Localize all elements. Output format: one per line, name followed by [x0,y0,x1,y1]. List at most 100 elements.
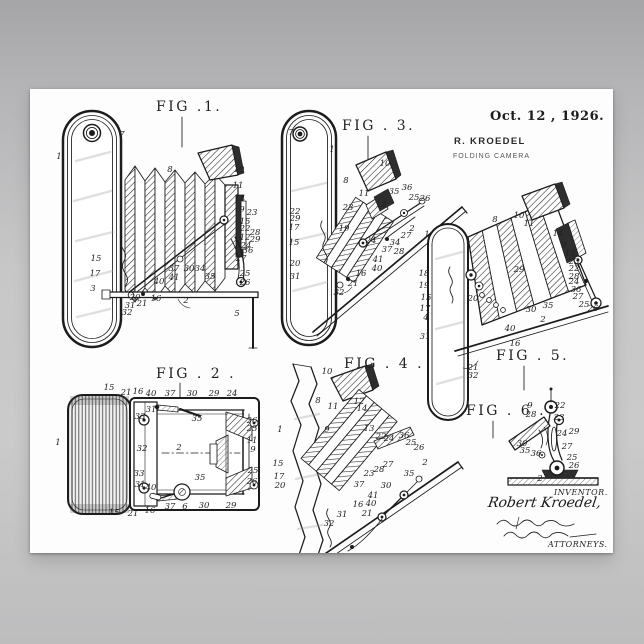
figure-6-drawing [492,387,599,486]
ref-numeral-29: 29 [289,214,301,224]
ref-numeral-21: 21 [136,299,148,309]
ref-numeral-26: 26 [246,416,258,426]
ref-numeral-19: 19 [339,224,350,234]
ref-numeral-37: 37 [165,502,176,512]
ref-numeral-16: 16 [151,294,162,304]
fig-3-caption: FIG . 3. [342,118,416,134]
ref-numeral-27: 27 [235,254,247,264]
ref-numeral-7: 7 [288,128,294,138]
ref-numeral-29: 29 [249,235,261,245]
ref-numeral-14: 14 [553,229,564,239]
ref-numeral-2: 2 [175,443,181,453]
ref-numeral-15: 15 [240,217,251,227]
ref-numeral-15: 15 [91,254,102,264]
ref-numeral-23: 23 [553,413,565,423]
ref-numeral-22: 22 [554,401,566,411]
patent-title: FOLDING CAMERA [453,153,531,160]
ref-numeral-8: 8 [343,176,349,186]
line-art-canvas: 7181011149231522281229243627252615173373… [55,109,609,553]
ref-numeral-26: 26 [587,304,599,314]
inventor-signature: Robert Kroedel, [486,495,603,511]
ref-numeral-25: 25 [408,193,420,203]
ref-numeral-1: 1 [424,230,429,240]
ref-numeral-24: 24 [365,236,377,246]
ref-numeral-13: 13 [364,424,375,434]
ref-numeral-35: 35 [389,187,400,197]
ref-numeral-35: 35 [404,469,415,479]
inventor-caption: INVENTOR. [554,488,608,497]
ref-numeral-41: 41 [372,255,384,265]
ref-numeral-40: 40 [153,277,165,287]
ref-numeral-25: 25 [405,438,417,448]
ref-numeral-10: 10 [380,159,391,169]
ref-numeral-6: 6 [182,502,188,512]
ref-numeral-35: 35 [520,446,531,456]
ref-numeral-2: 2 [421,458,427,468]
ref-numeral-31: 31 [135,480,146,490]
ref-numeral-2: 2 [536,474,542,484]
attorneys-caption: ATTORNEYS. [548,540,608,549]
ref-numeral-1: 1 [277,425,282,435]
ref-numeral-16: 16 [356,269,367,279]
ref-numeral-40: 40 [145,483,157,493]
ref-numeral-14: 14 [235,194,246,204]
ref-numeral-15: 15 [104,383,115,393]
ref-numeral-25: 25 [239,269,251,279]
ref-numeral-25: 25 [578,300,590,310]
ref-numeral-22: 22 [289,207,301,217]
ref-numeral-40: 40 [145,389,157,399]
ref-numeral-37: 37 [354,480,365,490]
ref-numeral-11: 11 [328,402,339,412]
ref-numeral-1: 1 [55,438,60,448]
figure-3-drawing [280,109,468,347]
fig-1-caption: FIG .1. [156,99,223,115]
ref-numeral-20: 20 [129,293,141,303]
ref-numeral-23: 23 [363,469,375,479]
ref-numeral-23: 23 [568,257,580,267]
fig-2-caption: FIG . 2 . [156,366,237,382]
ref-numeral-2: 2 [408,224,414,234]
ref-numeral-17: 17 [90,269,101,279]
ref-numeral-22: 22 [239,224,251,234]
figure-1-drawing [61,109,259,349]
ref-numeral-10: 10 [322,367,333,377]
ref-numeral-21: 21 [347,279,359,289]
ref-numeral-30: 30 [381,481,392,491]
ref-numeral-12: 12 [240,233,251,243]
ref-numeral-26: 26 [568,461,580,471]
ref-numeral-2: 2 [182,296,188,306]
ref-numeral-33: 33 [135,412,146,422]
ref-numeral-29: 29 [225,501,237,511]
ref-numeral-1: 1 [329,145,334,155]
ref-numeral-35: 35 [205,272,216,282]
ref-numeral-27: 27 [561,442,573,452]
ref-numeral-32: 32 [324,519,335,529]
ref-numeral-16: 16 [145,506,156,516]
ref-numeral-24: 24 [240,241,252,251]
ref-numeral-1: 1 [56,152,61,162]
ref-numeral-21: 21 [361,509,373,519]
figure-2-drawing [67,382,260,515]
ref-numeral-16: 16 [510,339,521,349]
ref-numeral-15: 15 [289,238,300,248]
ref-numeral-14: 14 [357,404,368,414]
ref-numeral-19: 19 [419,281,430,291]
ref-numeral-28: 28 [373,465,385,475]
ref-numeral-35: 35 [543,301,554,311]
ref-numeral-31: 31 [290,272,301,282]
ref-numeral-12: 12 [354,397,365,407]
ref-numeral-25: 25 [246,424,258,434]
figure-4-drawing [290,363,464,553]
ref-numeral-3: 3 [90,284,95,294]
ref-numeral-31: 31 [337,510,348,520]
ref-numeral-32: 32 [334,288,345,298]
ref-numeral-28: 28 [393,247,405,257]
ref-numeral-33: 33 [134,469,145,479]
ref-numeral-32: 32 [468,371,479,381]
ref-numeral-41: 41 [168,273,180,283]
ref-numeral-40: 40 [371,264,383,274]
